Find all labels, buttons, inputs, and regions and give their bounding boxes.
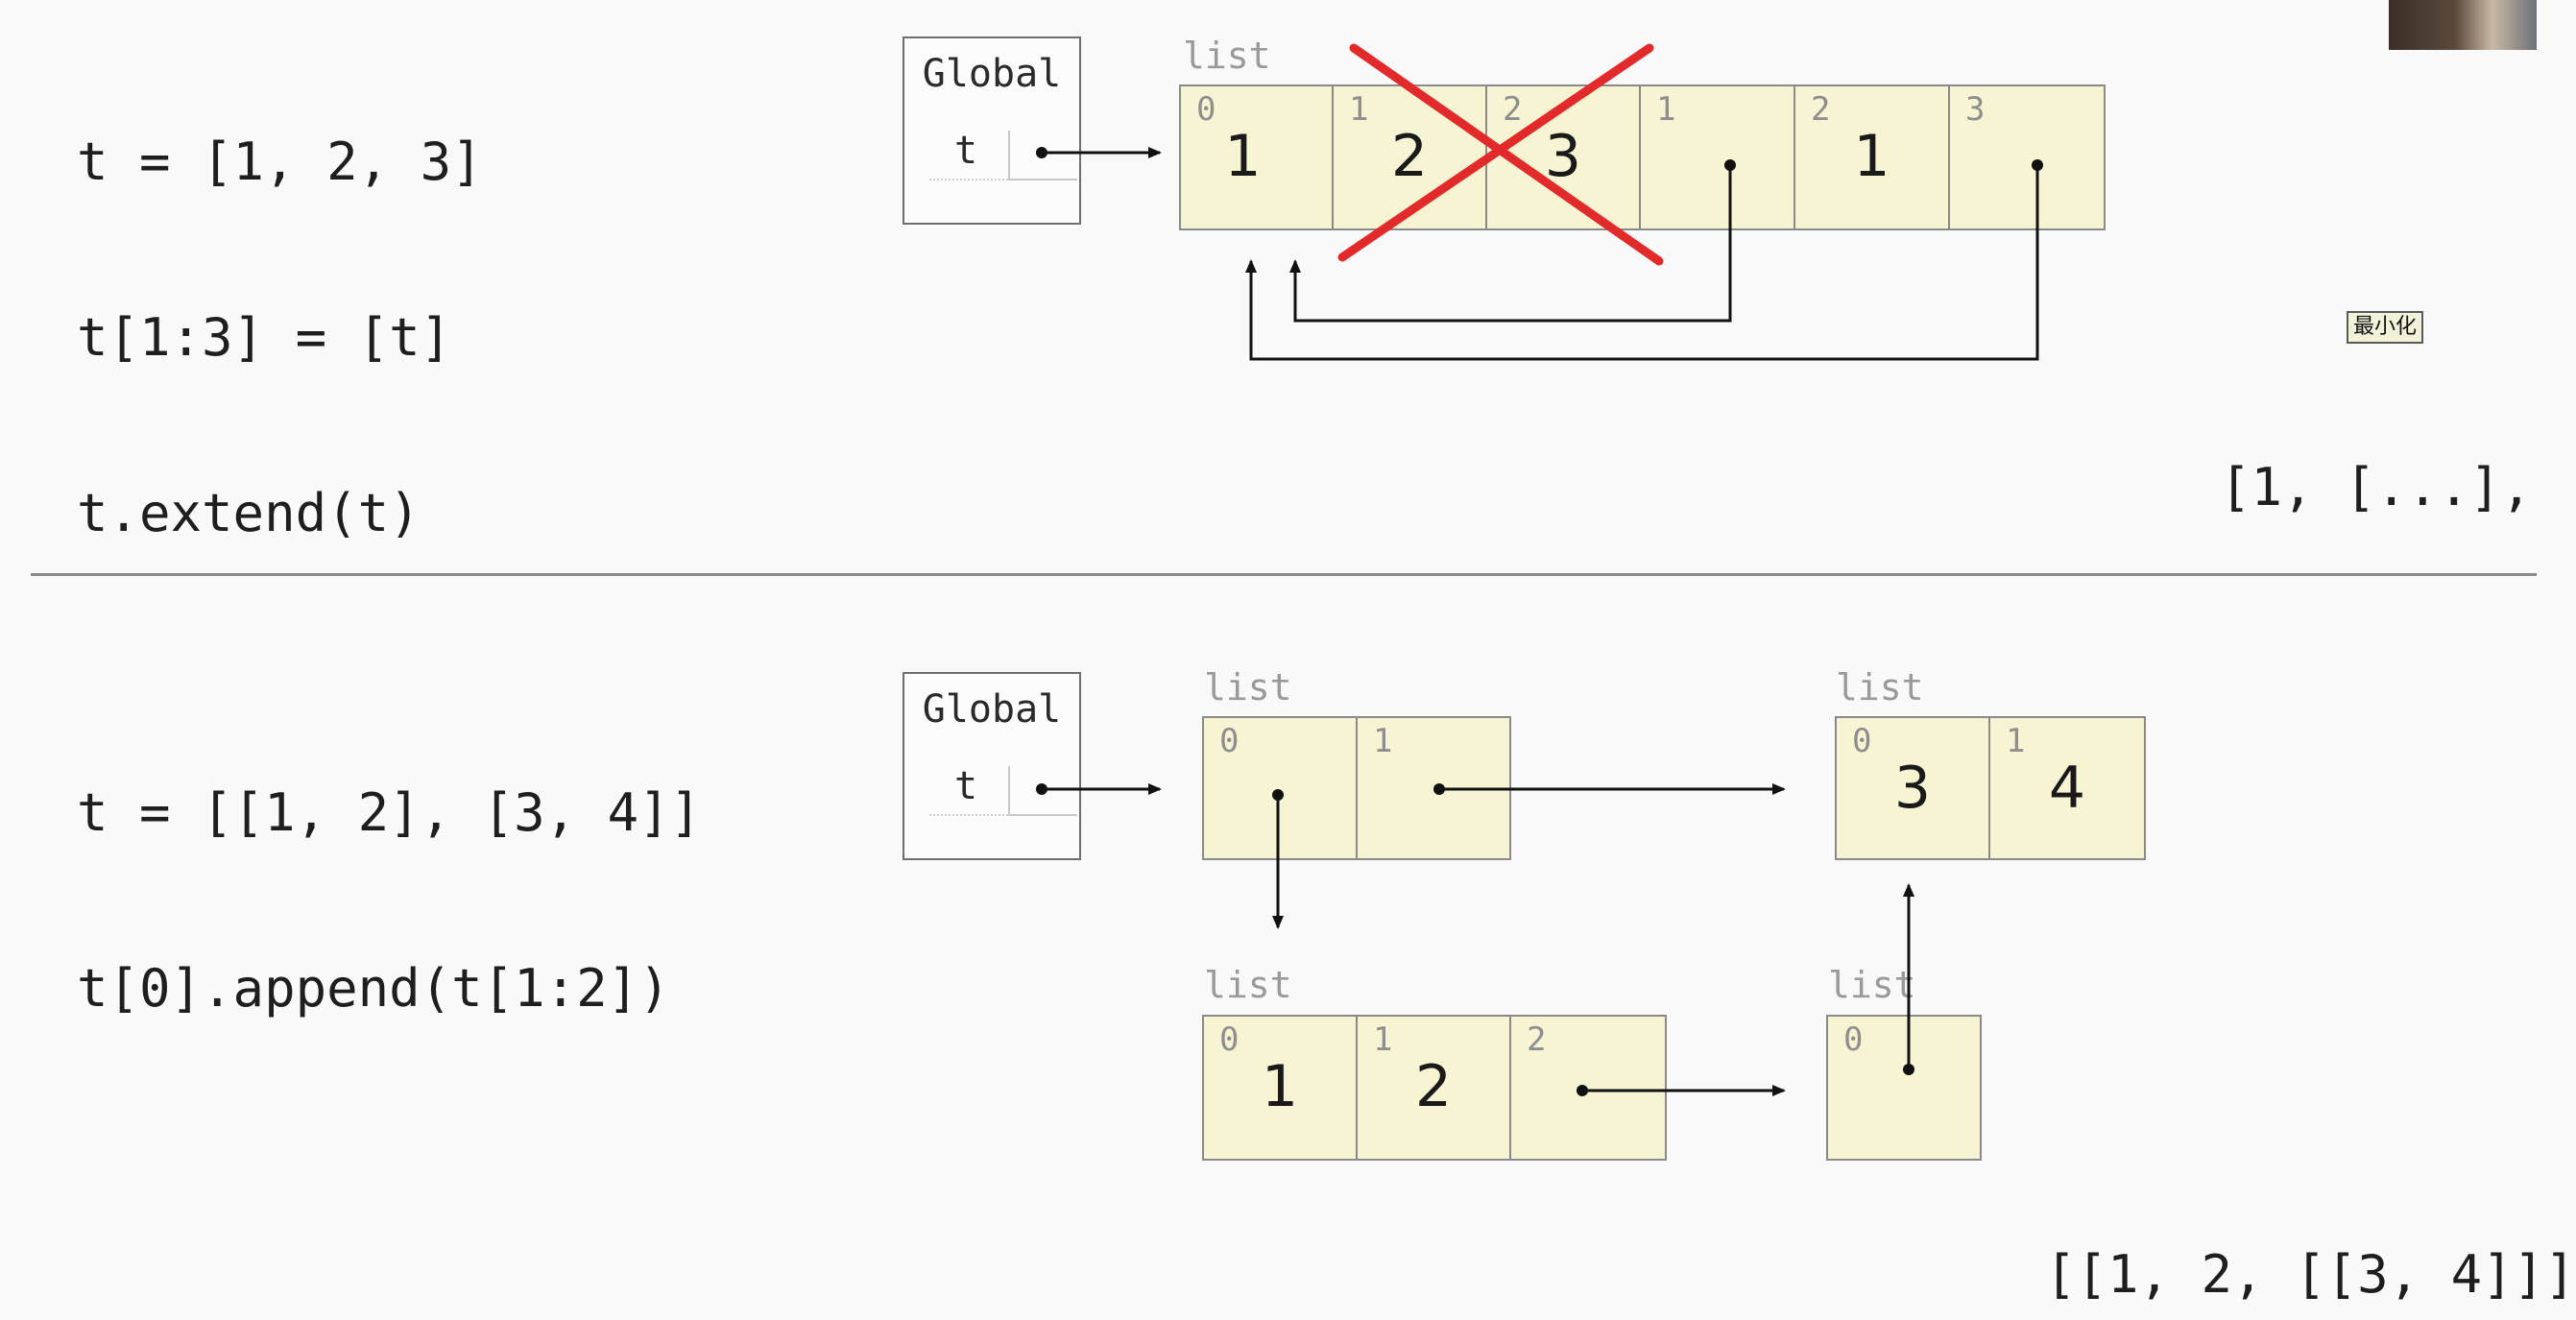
list-label: list bbox=[1836, 666, 1924, 708]
frame-variable-t: t bbox=[954, 764, 978, 808]
frame-slot bbox=[1008, 766, 1077, 816]
pointer-inner2-to-slice bbox=[1577, 1085, 1786, 1096]
frame-title: Global bbox=[922, 687, 1062, 732]
code-block-bottom: t = [[1, 2], [3, 4]] t[0].append(t[1:2]) bbox=[77, 666, 701, 1076]
cell-index: 1 bbox=[1349, 90, 1369, 129]
list-cell: 1 2 bbox=[1356, 1015, 1511, 1161]
list-cell: 2 bbox=[1509, 1015, 1667, 1161]
cell-index: 0 bbox=[1843, 1020, 1864, 1059]
list-cell: 1 4 bbox=[1988, 716, 2146, 860]
pointer-cell3-to-list bbox=[1289, 159, 1736, 323]
pointer-outer1-to-list-3-4 bbox=[1433, 783, 1786, 795]
cell-index: 2 bbox=[1503, 90, 1523, 129]
frame-variable-t: t bbox=[954, 129, 978, 173]
list-cell: 1 bbox=[1639, 84, 1795, 230]
minimize-button[interactable]: 最小化 bbox=[2347, 311, 2423, 344]
list-cell: 2 1 bbox=[1794, 84, 1950, 230]
output-text-bottom: [[1, 2, [[3, 4]]] bbox=[2045, 1244, 2576, 1305]
pointer-outer0-to-list-1-2 bbox=[1272, 789, 1284, 929]
frame-title: Global bbox=[922, 52, 1062, 96]
pointer-global-to-list-bottom bbox=[1036, 783, 1162, 795]
list-label: list bbox=[1828, 964, 1916, 1006]
output-text-top: [1, [...], bbox=[2220, 457, 2533, 517]
cell-index: 1 bbox=[1373, 1020, 1393, 1059]
code-line: t[0].append(t[1:2]) bbox=[77, 958, 670, 1019]
cell-value: 2 bbox=[1390, 123, 1429, 190]
global-frame-top: Global t bbox=[903, 36, 1081, 225]
cell-value: 1 bbox=[1224, 123, 1262, 190]
pointer-cell5-to-list bbox=[1245, 159, 2043, 361]
cell-index: 1 bbox=[2006, 722, 2026, 760]
cell-value: 1 bbox=[1261, 1053, 1299, 1120]
list-label: list bbox=[1183, 35, 1271, 77]
frame-underline bbox=[929, 179, 1008, 180]
code-line: t[1:3] = [t] bbox=[77, 307, 452, 368]
code-line: t = [1, 2, 3] bbox=[77, 132, 483, 192]
cell-index: 0 bbox=[1196, 90, 1216, 129]
frame-underline bbox=[929, 814, 1008, 816]
list-label: list bbox=[1204, 666, 1292, 708]
section-divider bbox=[31, 573, 2537, 576]
frame-slot bbox=[1008, 131, 1077, 180]
cell-index: 3 bbox=[1965, 90, 1986, 129]
code-line: t.extend(t) bbox=[77, 483, 421, 543]
cell-value: 4 bbox=[2048, 755, 2086, 822]
cell-index: 2 bbox=[1811, 90, 1831, 129]
list-cell: 1 2 bbox=[1332, 84, 1487, 230]
list-cell: 0 3 bbox=[1835, 716, 1990, 860]
cell-index: 0 bbox=[1219, 1020, 1240, 1059]
cell-value: 3 bbox=[1544, 123, 1582, 190]
list-cell: 0 bbox=[1826, 1015, 1982, 1161]
list-cell: 3 bbox=[1948, 84, 2106, 230]
cell-index: 1 bbox=[1656, 90, 1676, 129]
pointer-global-to-list-top bbox=[1036, 147, 1162, 158]
pointer-slice0-to-list-3-4 bbox=[1903, 883, 1914, 1075]
webcam-thumbnail bbox=[2389, 0, 2537, 50]
cell-value: 2 bbox=[1414, 1053, 1453, 1120]
global-frame-bottom: Global t bbox=[903, 672, 1081, 860]
cell-index: 0 bbox=[1219, 722, 1240, 760]
code-block-top: t = [1, 2, 3] t[1:3] = [t] t.extend(t) bbox=[77, 15, 483, 601]
code-line: t = [[1, 2], [3, 4]] bbox=[77, 782, 702, 843]
cell-index: 1 bbox=[1373, 722, 1393, 760]
list-label: list bbox=[1204, 964, 1292, 1006]
cell-index: 2 bbox=[1527, 1020, 1547, 1059]
list-cell: 0 bbox=[1202, 716, 1358, 860]
cell-value: 1 bbox=[1853, 123, 1890, 190]
cell-value: 3 bbox=[1893, 755, 1932, 822]
cell-index: 0 bbox=[1852, 722, 1872, 760]
cross-out-mark bbox=[1337, 43, 1664, 266]
